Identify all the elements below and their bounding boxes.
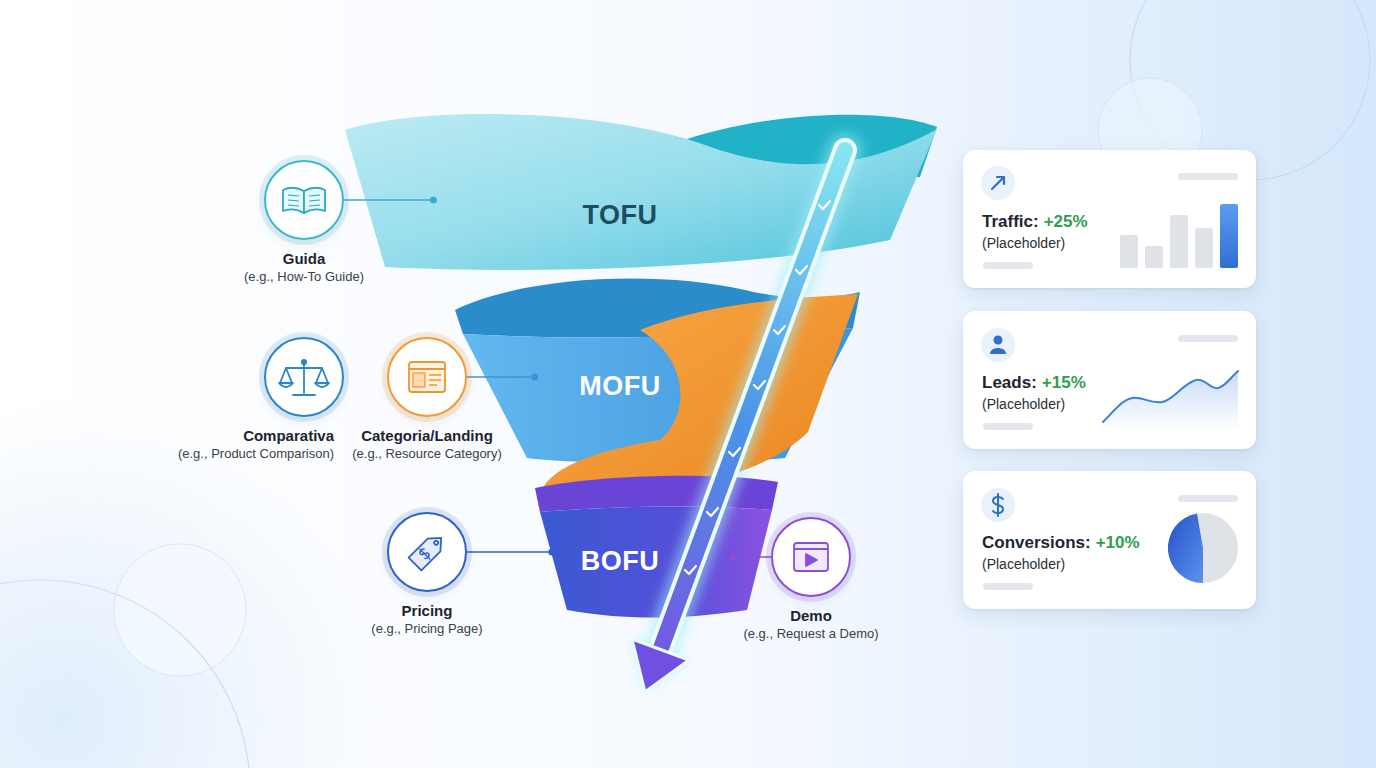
band-outline	[532, 470, 780, 620]
icon-circle: Comparativa(e.g., Product Comparison)	[264, 337, 344, 417]
arrow-head	[632, 639, 689, 692]
metric-value: +15%	[1042, 373, 1086, 392]
example-label: (e.g., Pricing Page)	[371, 620, 482, 638]
deco-circle	[114, 544, 246, 676]
caption-group: Comparativa(e.g., Product Comparison)	[178, 427, 334, 463]
stage-title: Categoria/Landing	[352, 427, 502, 445]
metric-name: Conversions:	[982, 533, 1091, 552]
deco-circle	[0, 580, 250, 768]
band-shape	[463, 328, 853, 463]
icon-circle: Pricing(e.g., Pricing Page)	[387, 512, 467, 592]
placeholder-note: (Placeholder)	[982, 395, 1065, 413]
funnel-band: BOFU	[532, 470, 780, 620]
stage-title: Pricing	[371, 602, 482, 620]
metric-value: +10%	[1096, 533, 1140, 552]
band-outline	[455, 268, 860, 465]
stage-name: BOFU	[581, 546, 660, 577]
leader-line	[467, 551, 552, 553]
arrow-glow	[632, 639, 689, 692]
stage-name: MOFU	[579, 371, 660, 402]
example-label: (e.g., Resource Category)	[352, 445, 502, 463]
metric-card: Conversions: +10% (Placeholder)	[963, 471, 1256, 609]
background-glow	[0, 400, 380, 768]
band-shape	[540, 506, 772, 617]
caption-group: Pricing(e.g., Pricing Page)	[371, 602, 482, 638]
metric-value: +25%	[1044, 212, 1088, 231]
stage-title: Demo	[743, 607, 878, 625]
example-label: (e.g., Product Comparison)	[178, 445, 334, 463]
stage-title: Guida	[244, 250, 364, 268]
example-label: (e.g., Request a Demo)	[743, 625, 878, 643]
stage-name: TOFU	[583, 200, 658, 231]
metric-row: Conversions: +10%	[982, 532, 1140, 554]
caption-group: Categoria/Landing(e.g., Resource Categor…	[352, 427, 502, 463]
band-outline	[345, 105, 937, 275]
band-shape	[455, 279, 860, 338]
band-shape	[345, 114, 937, 270]
metric-card: Leads: +15% (Placeholder)	[963, 311, 1256, 449]
icon-circle: Guida(e.g., How-To Guide)	[264, 160, 344, 240]
check-mark	[796, 266, 807, 274]
funnel-band: TOFU	[345, 105, 937, 275]
example-label: (e.g., How-To Guide)	[244, 268, 364, 286]
caption-group: Demo(e.g., Request a Demo)	[743, 607, 878, 643]
funnel-band: MOFU	[455, 268, 860, 465]
placeholder-note: (Placeholder)	[982, 555, 1065, 573]
icon-circle: Categoria/Landing(e.g., Resource Categor…	[387, 337, 467, 417]
caption-group: Guida(e.g., How-To Guide)	[244, 250, 364, 286]
stage-title: Comparativa	[178, 427, 334, 445]
metric-card: Traffic: +25% (Placeholder)	[963, 150, 1256, 288]
metric-name: Leads:	[982, 373, 1037, 392]
metric-row: Traffic: +25%	[982, 211, 1088, 233]
icon-circle: Demo(e.g., Request a Demo)	[771, 517, 851, 597]
metric-row: Leads: +15%	[982, 372, 1086, 394]
metric-name: Traffic:	[982, 212, 1039, 231]
placeholder-note: (Placeholder)	[982, 234, 1065, 252]
